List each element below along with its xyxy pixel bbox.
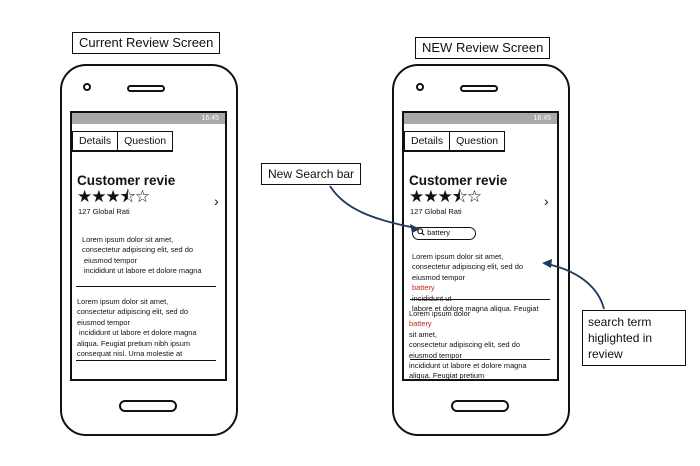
earpiece-icon xyxy=(460,85,498,92)
highlighted-term: battery xyxy=(412,283,435,293)
highlighted-term: battery xyxy=(409,319,432,329)
status-bar: 16:45 xyxy=(72,113,225,124)
callout-new-search-bar: New Search bar xyxy=(261,163,362,185)
left-phone-frame: 16:45 Details Question Customer revie ★★… xyxy=(60,64,238,436)
divider xyxy=(410,359,550,361)
tab-bar: Details Question xyxy=(72,131,174,152)
tab-question[interactable]: Question xyxy=(449,131,506,152)
home-button[interactable] xyxy=(119,400,177,412)
home-button[interactable] xyxy=(451,400,509,412)
star-rating: ★★★⯪☆ xyxy=(409,187,482,206)
callout-search-term-highlighted: search term higlighted in review xyxy=(582,310,686,366)
right-phone-frame: 16:45 Details Question Customer revie ★★… xyxy=(392,64,570,436)
review-text-2: Lorem ipsum dolor sit amet, consectetur … xyxy=(77,297,197,359)
arrow-head xyxy=(542,259,552,268)
star-rating: ★★★⯪☆ xyxy=(77,187,150,206)
current-screen-title: Current Review Screen xyxy=(72,32,221,54)
review-title: Customer revie xyxy=(77,173,176,188)
divider xyxy=(76,360,216,362)
tab-bar: Details Question xyxy=(404,131,506,152)
tab-details[interactable]: Details xyxy=(72,131,119,152)
left-screen: 16:45 Details Question Customer revie ★★… xyxy=(70,111,227,381)
divider xyxy=(76,286,216,288)
status-time: 16:45 xyxy=(533,115,551,122)
right-screen: 16:45 Details Question Customer revie ★★… xyxy=(402,111,559,381)
status-bar: 16:45 xyxy=(404,113,557,124)
earpiece-icon xyxy=(127,85,165,92)
arrow-head xyxy=(410,224,420,233)
review-text-1: Lorem ipsum dolor sit amet, consectetur … xyxy=(412,252,539,314)
search-value: battery xyxy=(427,228,451,237)
tab-question[interactable]: Question xyxy=(117,131,174,152)
review-text-2: Lorem ipsum dolor battery sit amet, cons… xyxy=(409,309,527,381)
chevron-right-icon[interactable]: › xyxy=(544,193,549,209)
camera-icon xyxy=(83,83,91,91)
review-title: Customer revie xyxy=(409,173,508,188)
global-ratings-count: 127 Global Rati xyxy=(78,207,130,216)
status-time: 16:45 xyxy=(201,115,219,122)
chevron-right-icon[interactable]: › xyxy=(214,193,219,209)
arrow-to-search-bar xyxy=(329,185,417,229)
global-ratings-count: 127 Global Rati xyxy=(410,207,462,216)
camera-icon xyxy=(416,83,424,91)
search-input[interactable]: battery xyxy=(412,227,476,240)
review-text-1: Lorem ipsum dolor sit amet, consectetur … xyxy=(82,235,202,276)
arrow-to-highlighted-text xyxy=(546,263,605,310)
tab-details[interactable]: Details xyxy=(404,131,451,152)
new-screen-title: NEW Review Screen xyxy=(415,37,551,59)
divider xyxy=(410,299,550,301)
search-icon xyxy=(417,228,425,236)
